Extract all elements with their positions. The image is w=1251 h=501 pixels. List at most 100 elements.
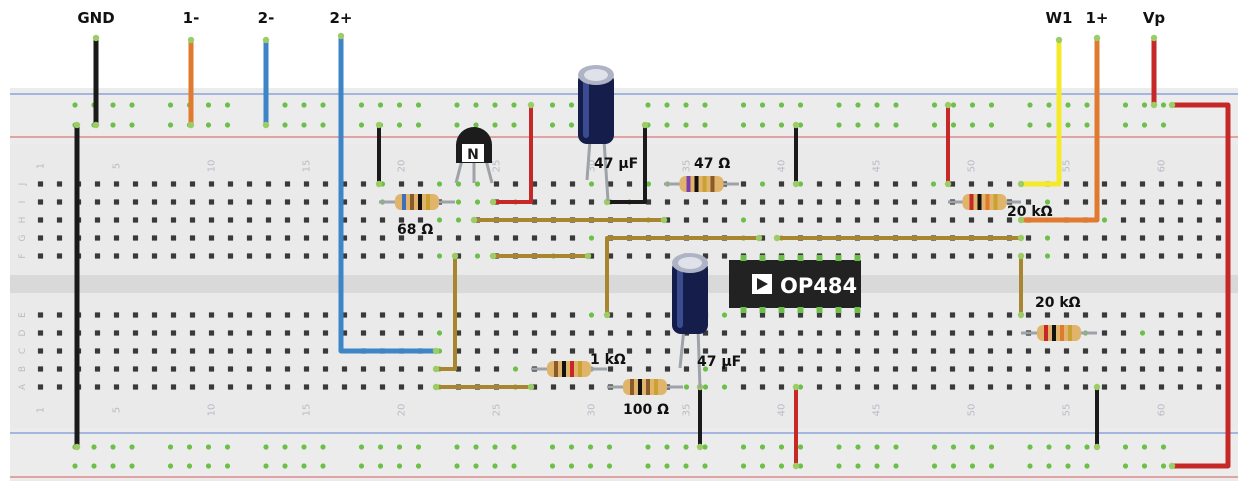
hole bbox=[1025, 312, 1032, 318]
hole bbox=[170, 253, 177, 259]
rail-hole bbox=[836, 444, 842, 450]
hole bbox=[170, 217, 177, 223]
hole bbox=[607, 366, 614, 372]
rail-hole bbox=[320, 102, 326, 108]
rail-hole bbox=[358, 102, 365, 108]
hole bbox=[550, 348, 557, 354]
hole bbox=[189, 348, 196, 354]
hole bbox=[417, 235, 424, 241]
hole bbox=[360, 253, 367, 259]
hole bbox=[1177, 181, 1184, 187]
rail-hole bbox=[454, 444, 460, 450]
hole bbox=[1139, 312, 1146, 318]
hole bbox=[740, 199, 747, 205]
hole bbox=[721, 348, 728, 354]
hole bbox=[94, 253, 101, 259]
chip-pin bbox=[797, 307, 804, 313]
hole bbox=[246, 181, 253, 187]
label-w1: W1 bbox=[1046, 9, 1073, 27]
rail-hole bbox=[778, 102, 785, 108]
hole bbox=[284, 235, 291, 241]
resistor-20k-bottom-band bbox=[1068, 325, 1072, 341]
rail-hole bbox=[110, 122, 116, 128]
rail-hole bbox=[759, 463, 766, 469]
hole bbox=[37, 199, 44, 205]
hole bbox=[1139, 348, 1146, 354]
hole bbox=[379, 217, 386, 223]
rail-hole bbox=[931, 102, 938, 108]
wire-end bbox=[1168, 462, 1176, 470]
wire-end bbox=[584, 252, 592, 260]
hole bbox=[379, 366, 386, 372]
resistor-68-ohm-band bbox=[402, 194, 406, 210]
hole bbox=[189, 366, 196, 372]
hole bbox=[987, 217, 994, 223]
resistor-20k-top-band bbox=[977, 194, 982, 210]
hole bbox=[835, 181, 842, 187]
hole bbox=[1177, 199, 1184, 205]
hole bbox=[835, 348, 842, 354]
wire-end bbox=[1017, 180, 1025, 188]
hole bbox=[930, 312, 937, 318]
resistor-1k-ohm-band bbox=[570, 361, 574, 377]
hole bbox=[1044, 253, 1051, 259]
chip-label: OP484 bbox=[780, 274, 857, 298]
hole bbox=[1044, 366, 1051, 372]
hole bbox=[873, 384, 880, 390]
hole bbox=[1177, 384, 1184, 390]
hole bbox=[797, 217, 804, 223]
rail-hole bbox=[167, 444, 174, 450]
row-letter: E bbox=[18, 312, 28, 318]
hole bbox=[664, 253, 671, 259]
hole bbox=[56, 330, 63, 336]
rail-hole bbox=[1160, 122, 1167, 128]
hole bbox=[322, 235, 329, 241]
rail-hole bbox=[549, 102, 556, 108]
hole bbox=[892, 330, 899, 336]
hole bbox=[284, 384, 291, 390]
wire-end bbox=[641, 121, 649, 129]
hole bbox=[569, 312, 576, 318]
hole bbox=[588, 312, 595, 318]
hole bbox=[702, 366, 709, 372]
hole bbox=[1139, 181, 1146, 187]
hole bbox=[1139, 235, 1146, 241]
hole bbox=[246, 366, 253, 372]
hole bbox=[284, 199, 291, 205]
rail-hole bbox=[645, 444, 651, 450]
hole bbox=[797, 199, 804, 205]
rail-hole bbox=[664, 122, 670, 128]
rail-hole bbox=[301, 444, 307, 450]
hole bbox=[284, 253, 291, 259]
rail-hole bbox=[893, 102, 899, 108]
rail-hole bbox=[664, 463, 670, 469]
hole bbox=[417, 330, 424, 336]
rail-hole bbox=[893, 463, 899, 469]
rail-hole bbox=[167, 463, 174, 469]
rail-hole bbox=[1027, 102, 1033, 108]
hole bbox=[1196, 235, 1203, 241]
rail-hole bbox=[969, 102, 976, 108]
hole bbox=[550, 181, 557, 187]
wire-end bbox=[1150, 101, 1158, 109]
hole bbox=[854, 217, 861, 223]
wire-end bbox=[660, 216, 668, 224]
hole bbox=[455, 312, 462, 318]
label-47-uf-bottom: 47 µF bbox=[697, 354, 741, 370]
rail-hole bbox=[473, 463, 479, 469]
row-letter: C bbox=[18, 348, 28, 354]
hole bbox=[588, 181, 595, 187]
rail-hole bbox=[1027, 122, 1033, 128]
hole bbox=[56, 235, 63, 241]
hole bbox=[1101, 235, 1108, 241]
hole bbox=[94, 181, 101, 187]
hole bbox=[417, 384, 424, 390]
rail-hole bbox=[1141, 463, 1148, 469]
hole bbox=[132, 181, 139, 187]
hole bbox=[835, 330, 842, 336]
hole bbox=[398, 366, 405, 372]
rail-hole bbox=[224, 122, 231, 128]
column-number: 25 bbox=[492, 404, 503, 417]
rail-hole bbox=[110, 444, 116, 450]
hole bbox=[455, 330, 462, 336]
